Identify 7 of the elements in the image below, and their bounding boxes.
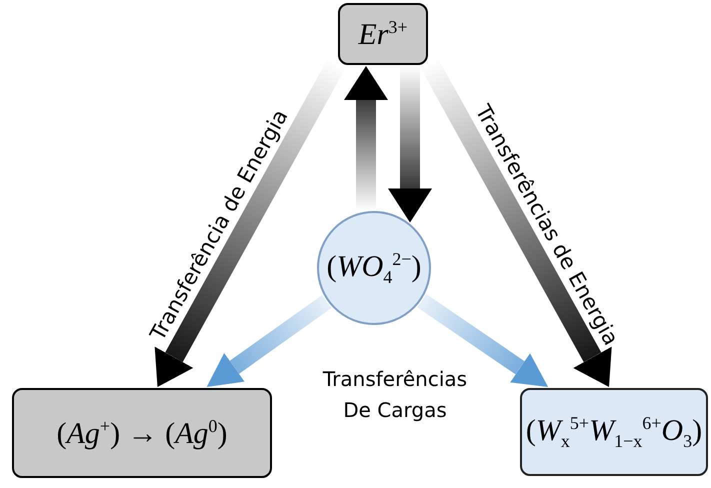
- text-label: Transferências De Cargas: [322, 366, 468, 424]
- formula-box: (W$_{x}$$^{5+}$W$_{1−x}$$^{6+}$O$_{3}$): [520, 388, 708, 476]
- formula-circle: (WO$_{4}$$^{2−}$): [317, 211, 431, 325]
- formula-box: (Ag$^{+}$) → (Ag$^{0}$): [12, 388, 272, 478]
- arrow: [417, 294, 548, 387]
- formula-box: Er$^{3+}$: [338, 3, 428, 65]
- arrow: [206, 295, 332, 387]
